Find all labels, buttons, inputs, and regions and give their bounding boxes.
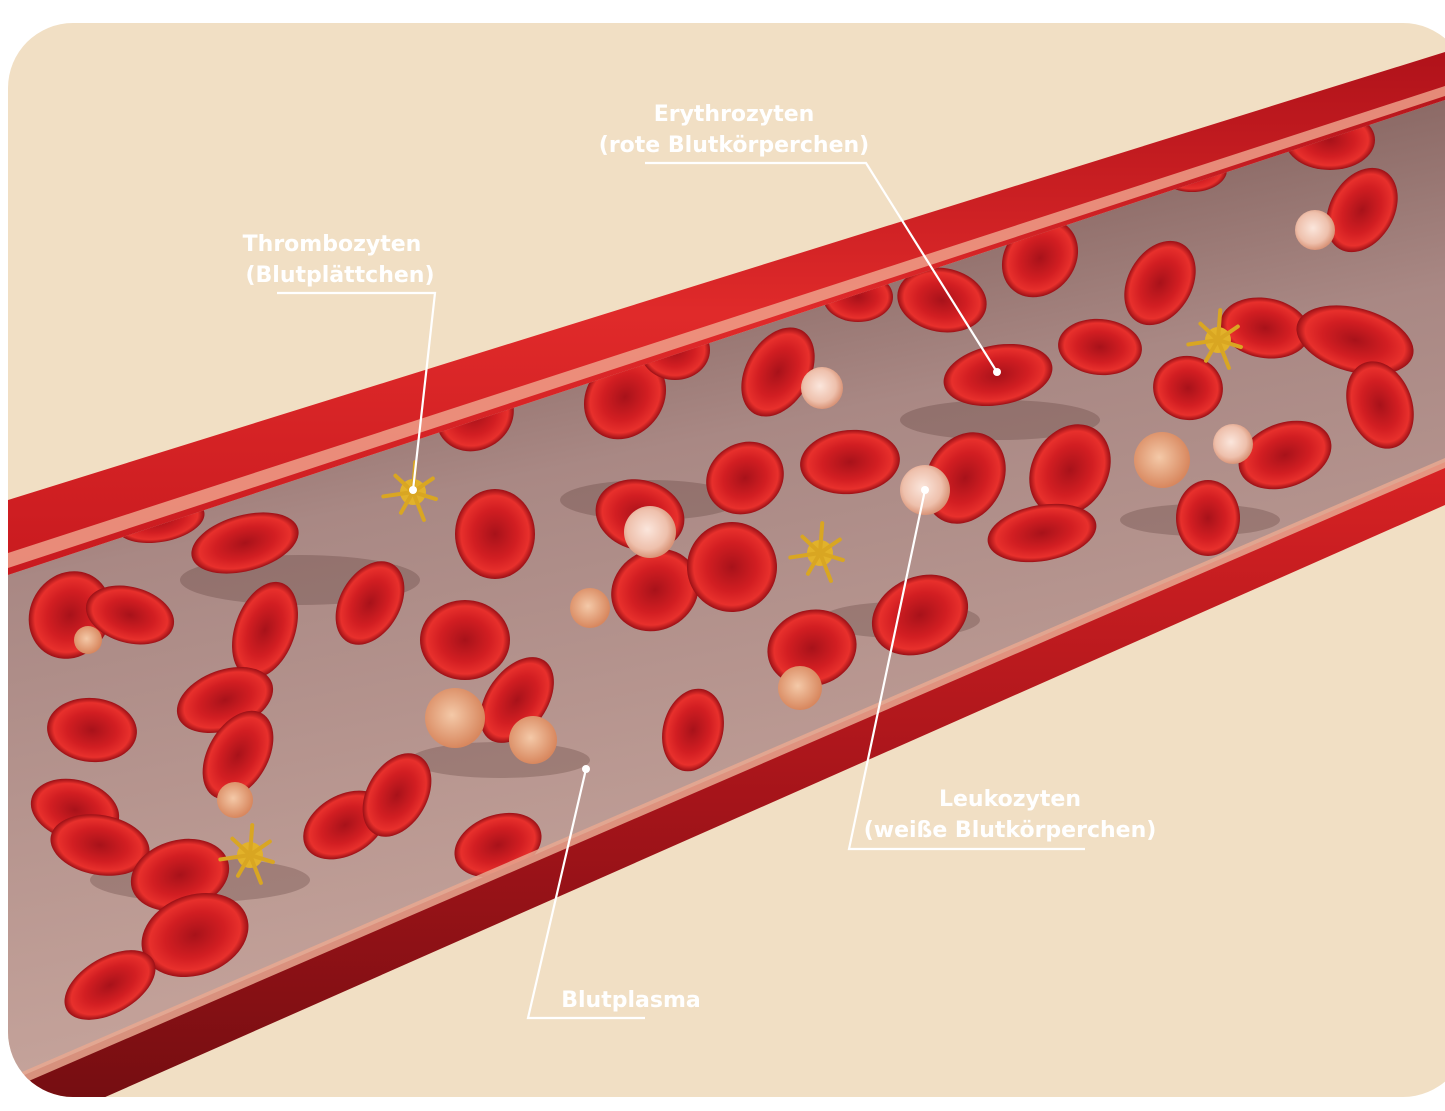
erythrocyte — [202, 710, 274, 800]
leukocyte — [1134, 432, 1190, 488]
erythrocyte — [455, 489, 535, 579]
erythrocyte — [1326, 167, 1398, 253]
vessel-wall-bottom — [8, 462, 1445, 1097]
erythrocyte — [1153, 355, 1223, 421]
erythrocyte — [1296, 305, 1414, 375]
thrombocyte — [1186, 308, 1243, 370]
erythrocyte — [141, 892, 249, 978]
label-erythrocytes-name: Erythrozyten — [654, 102, 815, 127]
erythrocyte — [420, 600, 510, 680]
vessel-wall-bottom-inner — [8, 458, 1445, 1090]
thrombocyte — [788, 521, 845, 583]
leukocyte — [778, 666, 822, 710]
leukocyte — [1295, 210, 1335, 250]
erythrocyte — [767, 609, 857, 687]
label-thrombocytes-name: Thrombozyten — [243, 232, 422, 257]
erythrocyte — [191, 512, 299, 574]
leukocyte — [624, 506, 676, 558]
erythrocyte — [50, 814, 150, 876]
erythrocyte — [611, 548, 699, 632]
erythrocyte — [800, 429, 900, 495]
label-plasma: Blutplasma — [561, 988, 701, 1013]
cell-shadow — [410, 742, 590, 778]
erythrocyte — [85, 585, 175, 645]
thrombocyte — [218, 823, 275, 885]
erythrocyte — [1238, 420, 1332, 490]
cell-shadow — [900, 400, 1100, 440]
erythrocyte — [662, 688, 724, 772]
leader-erythrocytes — [645, 161, 1001, 376]
erythrocyte — [1176, 480, 1240, 556]
erythrocyte — [64, 950, 156, 1020]
erythrocyte — [1029, 424, 1111, 516]
leukocyte — [509, 716, 557, 764]
leukocyte — [217, 782, 253, 818]
erythrocyte — [897, 267, 987, 333]
erythrocyte — [741, 327, 815, 417]
leukocyte — [74, 626, 102, 654]
erythrocyte — [1346, 361, 1414, 449]
leukocyte — [425, 688, 485, 748]
label-leukocytes-desc: (weiße Blutkörperchen) — [864, 818, 1157, 843]
erythrocyte — [1220, 297, 1310, 359]
erythrocyte — [47, 697, 137, 763]
leader-thrombocytes — [277, 291, 437, 494]
vessel-wall-top-inner — [8, 86, 1445, 568]
leukocyte — [570, 588, 610, 628]
leukocyte — [1213, 424, 1253, 464]
erythrocyte — [871, 574, 969, 656]
leader-plasma — [526, 765, 645, 1020]
label-leukocytes-name: Leukozyten — [939, 787, 1081, 812]
erythrocyte — [335, 561, 405, 645]
erythrocyte — [687, 522, 777, 612]
erythrocyte — [1058, 318, 1142, 376]
label-thrombocytes-desc: (Blutplättchen) — [245, 263, 434, 288]
leader-leukocytes — [847, 486, 1085, 851]
thrombocyte — [381, 460, 438, 522]
erythrocyte — [706, 441, 784, 515]
leukocyte — [801, 367, 843, 409]
label-erythrocytes-desc: (rote Blutkörperchen) — [599, 133, 869, 158]
erythrocyte — [232, 581, 298, 679]
erythrocyte — [1124, 240, 1196, 326]
erythrocyte — [362, 753, 432, 837]
erythrocyte — [987, 503, 1097, 563]
